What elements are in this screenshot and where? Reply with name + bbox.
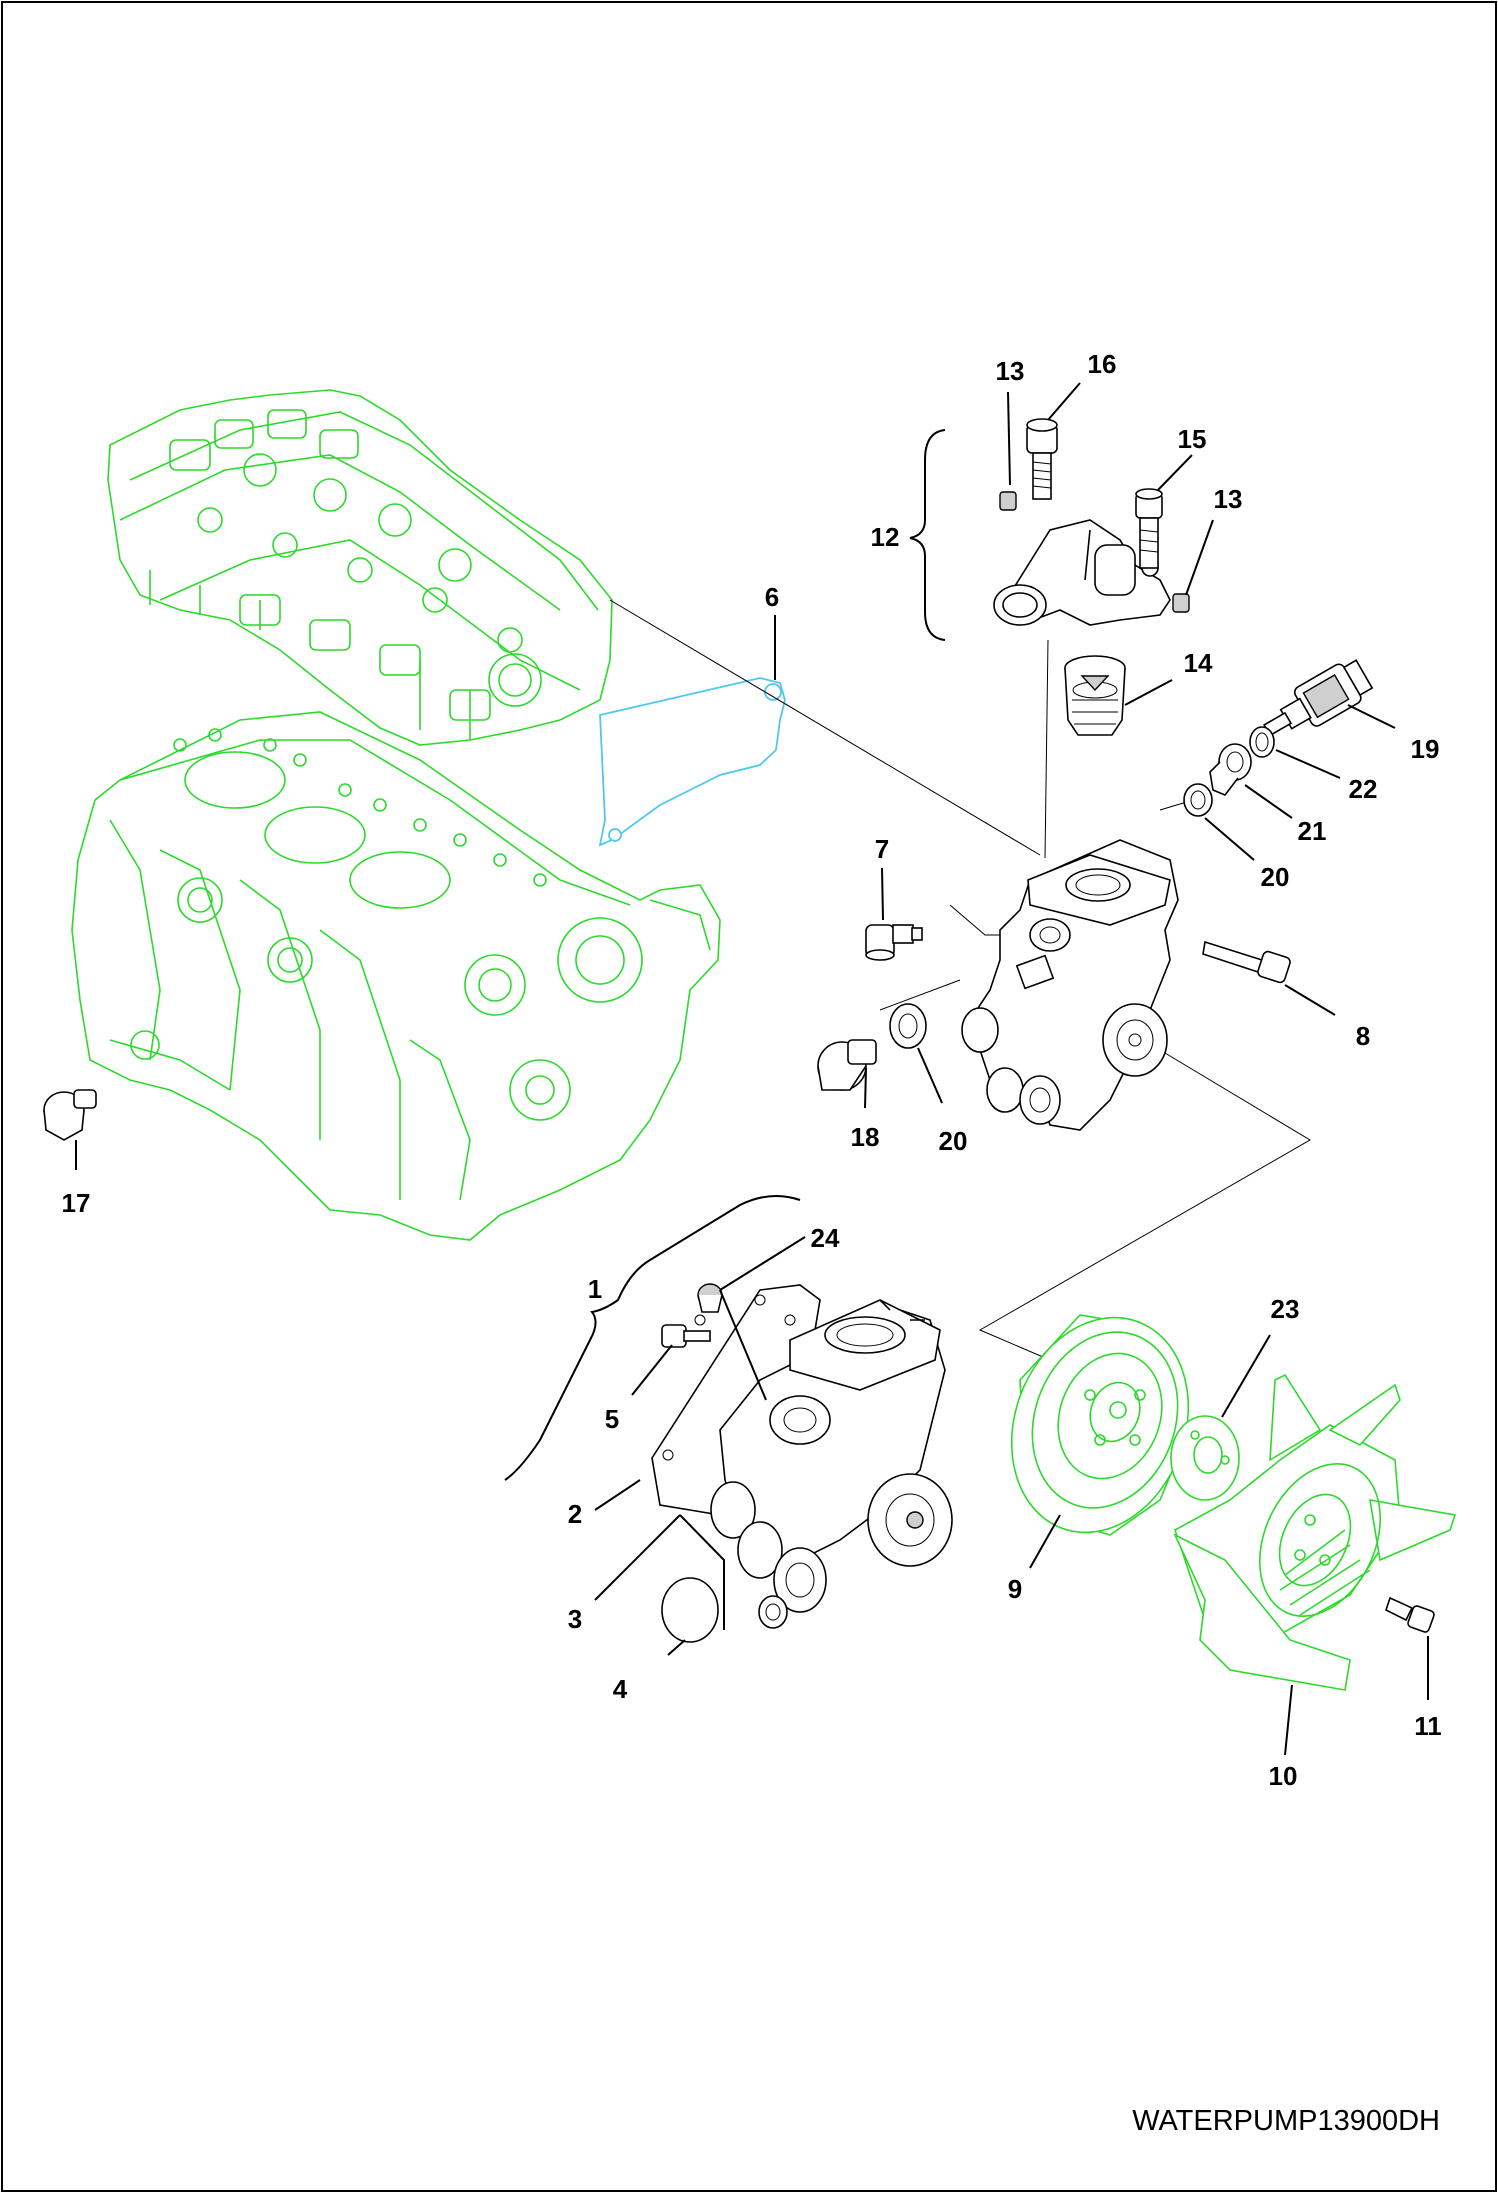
brace-1 bbox=[504, 1195, 801, 1481]
callout-2: 2 bbox=[568, 1499, 582, 1529]
callout-21: 21 bbox=[1298, 816, 1327, 846]
bolt-5 bbox=[661, 1324, 711, 1348]
callout-labels: 1 2 3 4 5 6 7 8 9 10 11 12 13 13 14 15 1… bbox=[62, 349, 1442, 1791]
callout-15: 15 bbox=[1178, 424, 1207, 454]
callout-20-lower: 20 bbox=[939, 1126, 968, 1156]
bolt-7 bbox=[865, 924, 923, 961]
spacer-23 bbox=[1170, 1415, 1240, 1501]
callout-14: 14 bbox=[1184, 648, 1213, 678]
temperature-sensor-19 bbox=[1263, 659, 1374, 737]
o-ring-4 bbox=[661, 1577, 719, 1643]
callout-12: 12 bbox=[871, 522, 900, 552]
callout-22: 22 bbox=[1349, 774, 1378, 804]
callout-10: 10 bbox=[1269, 1761, 1298, 1791]
callout-17: 17 bbox=[62, 1188, 91, 1218]
seal-22 bbox=[1249, 726, 1275, 758]
callout-4: 4 bbox=[613, 1674, 628, 1704]
dowel-13-left bbox=[999, 491, 1017, 511]
bolt-16 bbox=[1026, 418, 1058, 500]
callout-11: 11 bbox=[1414, 1711, 1442, 1741]
drawing-code: WATERPUMP13900DH bbox=[1132, 2105, 1440, 2137]
callout-19: 19 bbox=[1411, 734, 1440, 764]
callout-3: 3 bbox=[568, 1604, 582, 1634]
callout-1: 1 bbox=[588, 1274, 602, 1304]
washer-20-upper bbox=[1183, 783, 1213, 817]
leader-lines bbox=[75, 382, 1429, 1756]
callout-24: 24 bbox=[811, 1223, 840, 1253]
plug-18 bbox=[817, 1039, 877, 1091]
head-gasket-6 bbox=[598, 677, 786, 847]
callout-8: 8 bbox=[1356, 1021, 1370, 1051]
callout-13-left: 13 bbox=[996, 356, 1025, 386]
pump-housing-upper bbox=[961, 839, 1179, 1131]
plug-24 bbox=[697, 1283, 723, 1313]
bolt-8 bbox=[1202, 940, 1291, 984]
callout-6: 6 bbox=[765, 582, 779, 612]
fan-10 bbox=[1173, 1373, 1457, 1691]
callout-18: 18 bbox=[851, 1122, 880, 1152]
callout-9: 9 bbox=[1008, 1574, 1022, 1604]
callout-20-upper: 20 bbox=[1261, 862, 1290, 892]
cylinder-head bbox=[107, 389, 613, 746]
callout-5: 5 bbox=[605, 1404, 619, 1434]
bolt-11 bbox=[1385, 1596, 1435, 1633]
callout-23: 23 bbox=[1271, 1294, 1300, 1324]
bolt-15 bbox=[1135, 488, 1163, 569]
thermostat-housing-12 bbox=[993, 519, 1171, 626]
callout-16: 16 bbox=[1088, 349, 1117, 379]
cylinder-block bbox=[71, 711, 721, 1241]
washer-20-lower bbox=[889, 1003, 927, 1049]
thermostat-14 bbox=[1064, 655, 1126, 736]
adapter-21 bbox=[1209, 743, 1252, 796]
callout-7: 7 bbox=[875, 834, 889, 864]
callout-13-right: 13 bbox=[1214, 484, 1243, 514]
brace-12 bbox=[909, 429, 946, 641]
dowel-13-right bbox=[1172, 593, 1190, 613]
pulley-9 bbox=[1010, 1314, 1190, 1536]
water-pump-assembly-1 bbox=[651, 1284, 953, 1629]
plug-17 bbox=[43, 1089, 97, 1141]
